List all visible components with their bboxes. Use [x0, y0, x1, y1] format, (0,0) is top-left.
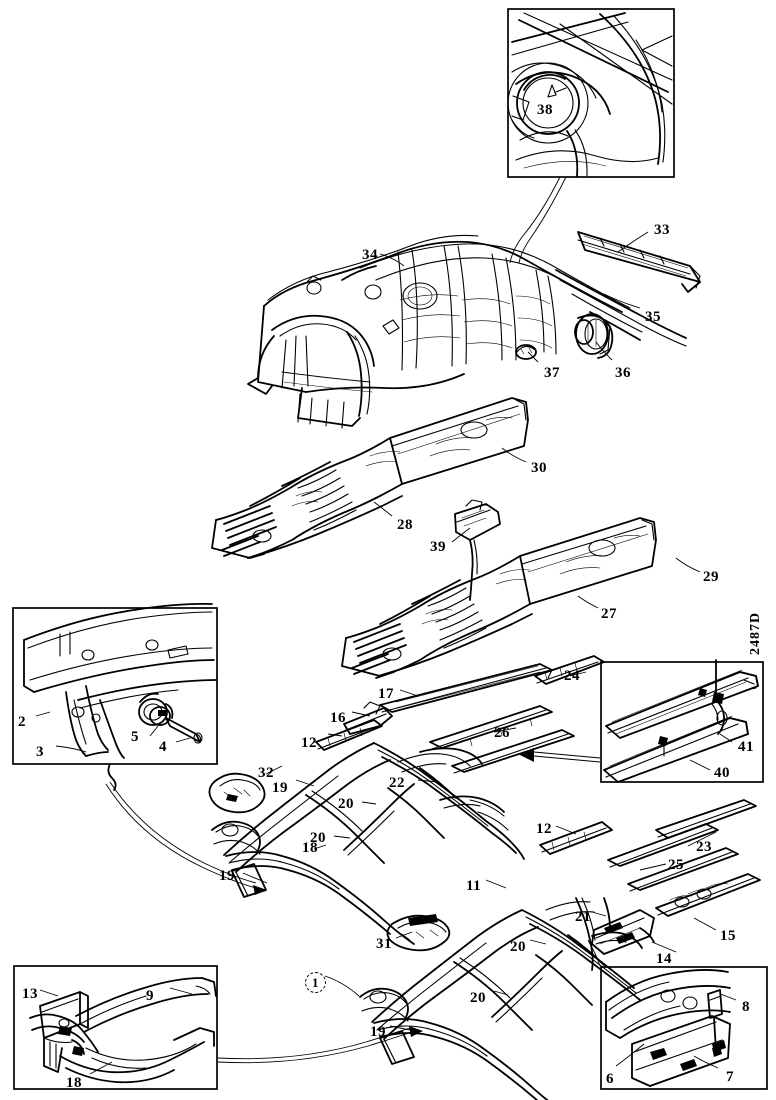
callout-31: 31 — [376, 936, 392, 952]
callout-27: 27 — [601, 606, 617, 622]
callout-22: 22 — [389, 775, 405, 791]
callout-25: 25 — [668, 857, 684, 873]
callout-12: 12 — [301, 735, 317, 751]
callout-26: 26 — [494, 725, 510, 741]
floor-pan-upper-illustration — [211, 397, 529, 559]
callout-15: 15 — [720, 928, 736, 944]
callout-6: 6 — [606, 1071, 614, 1087]
callout-12: 12 — [536, 821, 552, 837]
callout-40: 40 — [714, 765, 730, 781]
callout-28: 28 — [397, 517, 413, 533]
body-shell-illustration — [247, 231, 701, 429]
upper-left-detail-illustration — [12, 602, 218, 791]
callout-19: 19 — [370, 1024, 386, 1040]
bracket-14 — [591, 909, 655, 955]
callout-38: 38 — [537, 102, 553, 118]
callout-33: 33 — [654, 222, 670, 238]
bracket-32 — [208, 772, 266, 814]
callout-18: 18 — [66, 1075, 82, 1091]
callout-20: 20 — [470, 990, 486, 1006]
callout-9: 9 — [146, 988, 154, 1004]
bushing-bolt — [138, 692, 203, 744]
callout-5: 5 — [131, 729, 139, 745]
callout-36: 36 — [615, 365, 631, 381]
callout-1: 1 — [305, 972, 326, 993]
callout-35: 35 — [645, 309, 661, 325]
callout-20: 20 — [510, 939, 526, 955]
callout-24: 24 — [564, 668, 580, 684]
plug-part — [515, 344, 537, 360]
callout-7: 7 — [726, 1069, 734, 1085]
callout-13: 13 — [22, 986, 38, 1002]
leader-inset-lower-right — [587, 939, 601, 967]
arrow-inset-middle-right — [533, 751, 601, 759]
leader-inset-lower-left — [217, 1031, 413, 1064]
callout-29: 29 — [703, 569, 719, 585]
bolt-8 — [707, 989, 723, 1057]
callout-18: 18 — [302, 840, 318, 856]
callout-34: 34 — [362, 247, 378, 263]
callout-8: 8 — [742, 999, 750, 1015]
lower-left-detail-illustration — [13, 965, 218, 1090]
callout-19: 19 — [219, 868, 235, 884]
callout-20: 20 — [310, 830, 326, 846]
callout-21: 21 — [575, 909, 591, 925]
callout-3: 3 — [36, 744, 44, 760]
leader-inset-upper-left — [105, 783, 257, 889]
middle-frame-illustration — [208, 655, 605, 945]
callout-23: 23 — [696, 839, 712, 855]
leader-top-detail — [509, 176, 561, 264]
callout-37: 37 — [544, 365, 560, 381]
bracket-39 — [454, 499, 501, 601]
callout-16: 16 — [330, 710, 346, 726]
top-detail-illustration — [507, 8, 675, 178]
callout-41: 41 — [738, 739, 754, 755]
callout-4: 4 — [159, 739, 167, 755]
floor-pan-lower-illustration — [341, 499, 701, 679]
callout-17: 17 — [378, 686, 394, 702]
callout-32: 32 — [258, 765, 274, 781]
callout-30: 30 — [531, 460, 547, 476]
callout-14: 14 — [656, 951, 672, 967]
callout-20: 20 — [338, 796, 354, 812]
lower-right-detail-illustration — [600, 966, 768, 1090]
middle-right-detail-illustration — [600, 661, 764, 783]
callout-2: 2 — [18, 714, 26, 730]
callout-39: 39 — [430, 539, 446, 555]
callout-11: 11 — [466, 878, 482, 894]
callout-19: 19 — [272, 780, 288, 796]
sheet-code: 2487D — [748, 611, 763, 655]
